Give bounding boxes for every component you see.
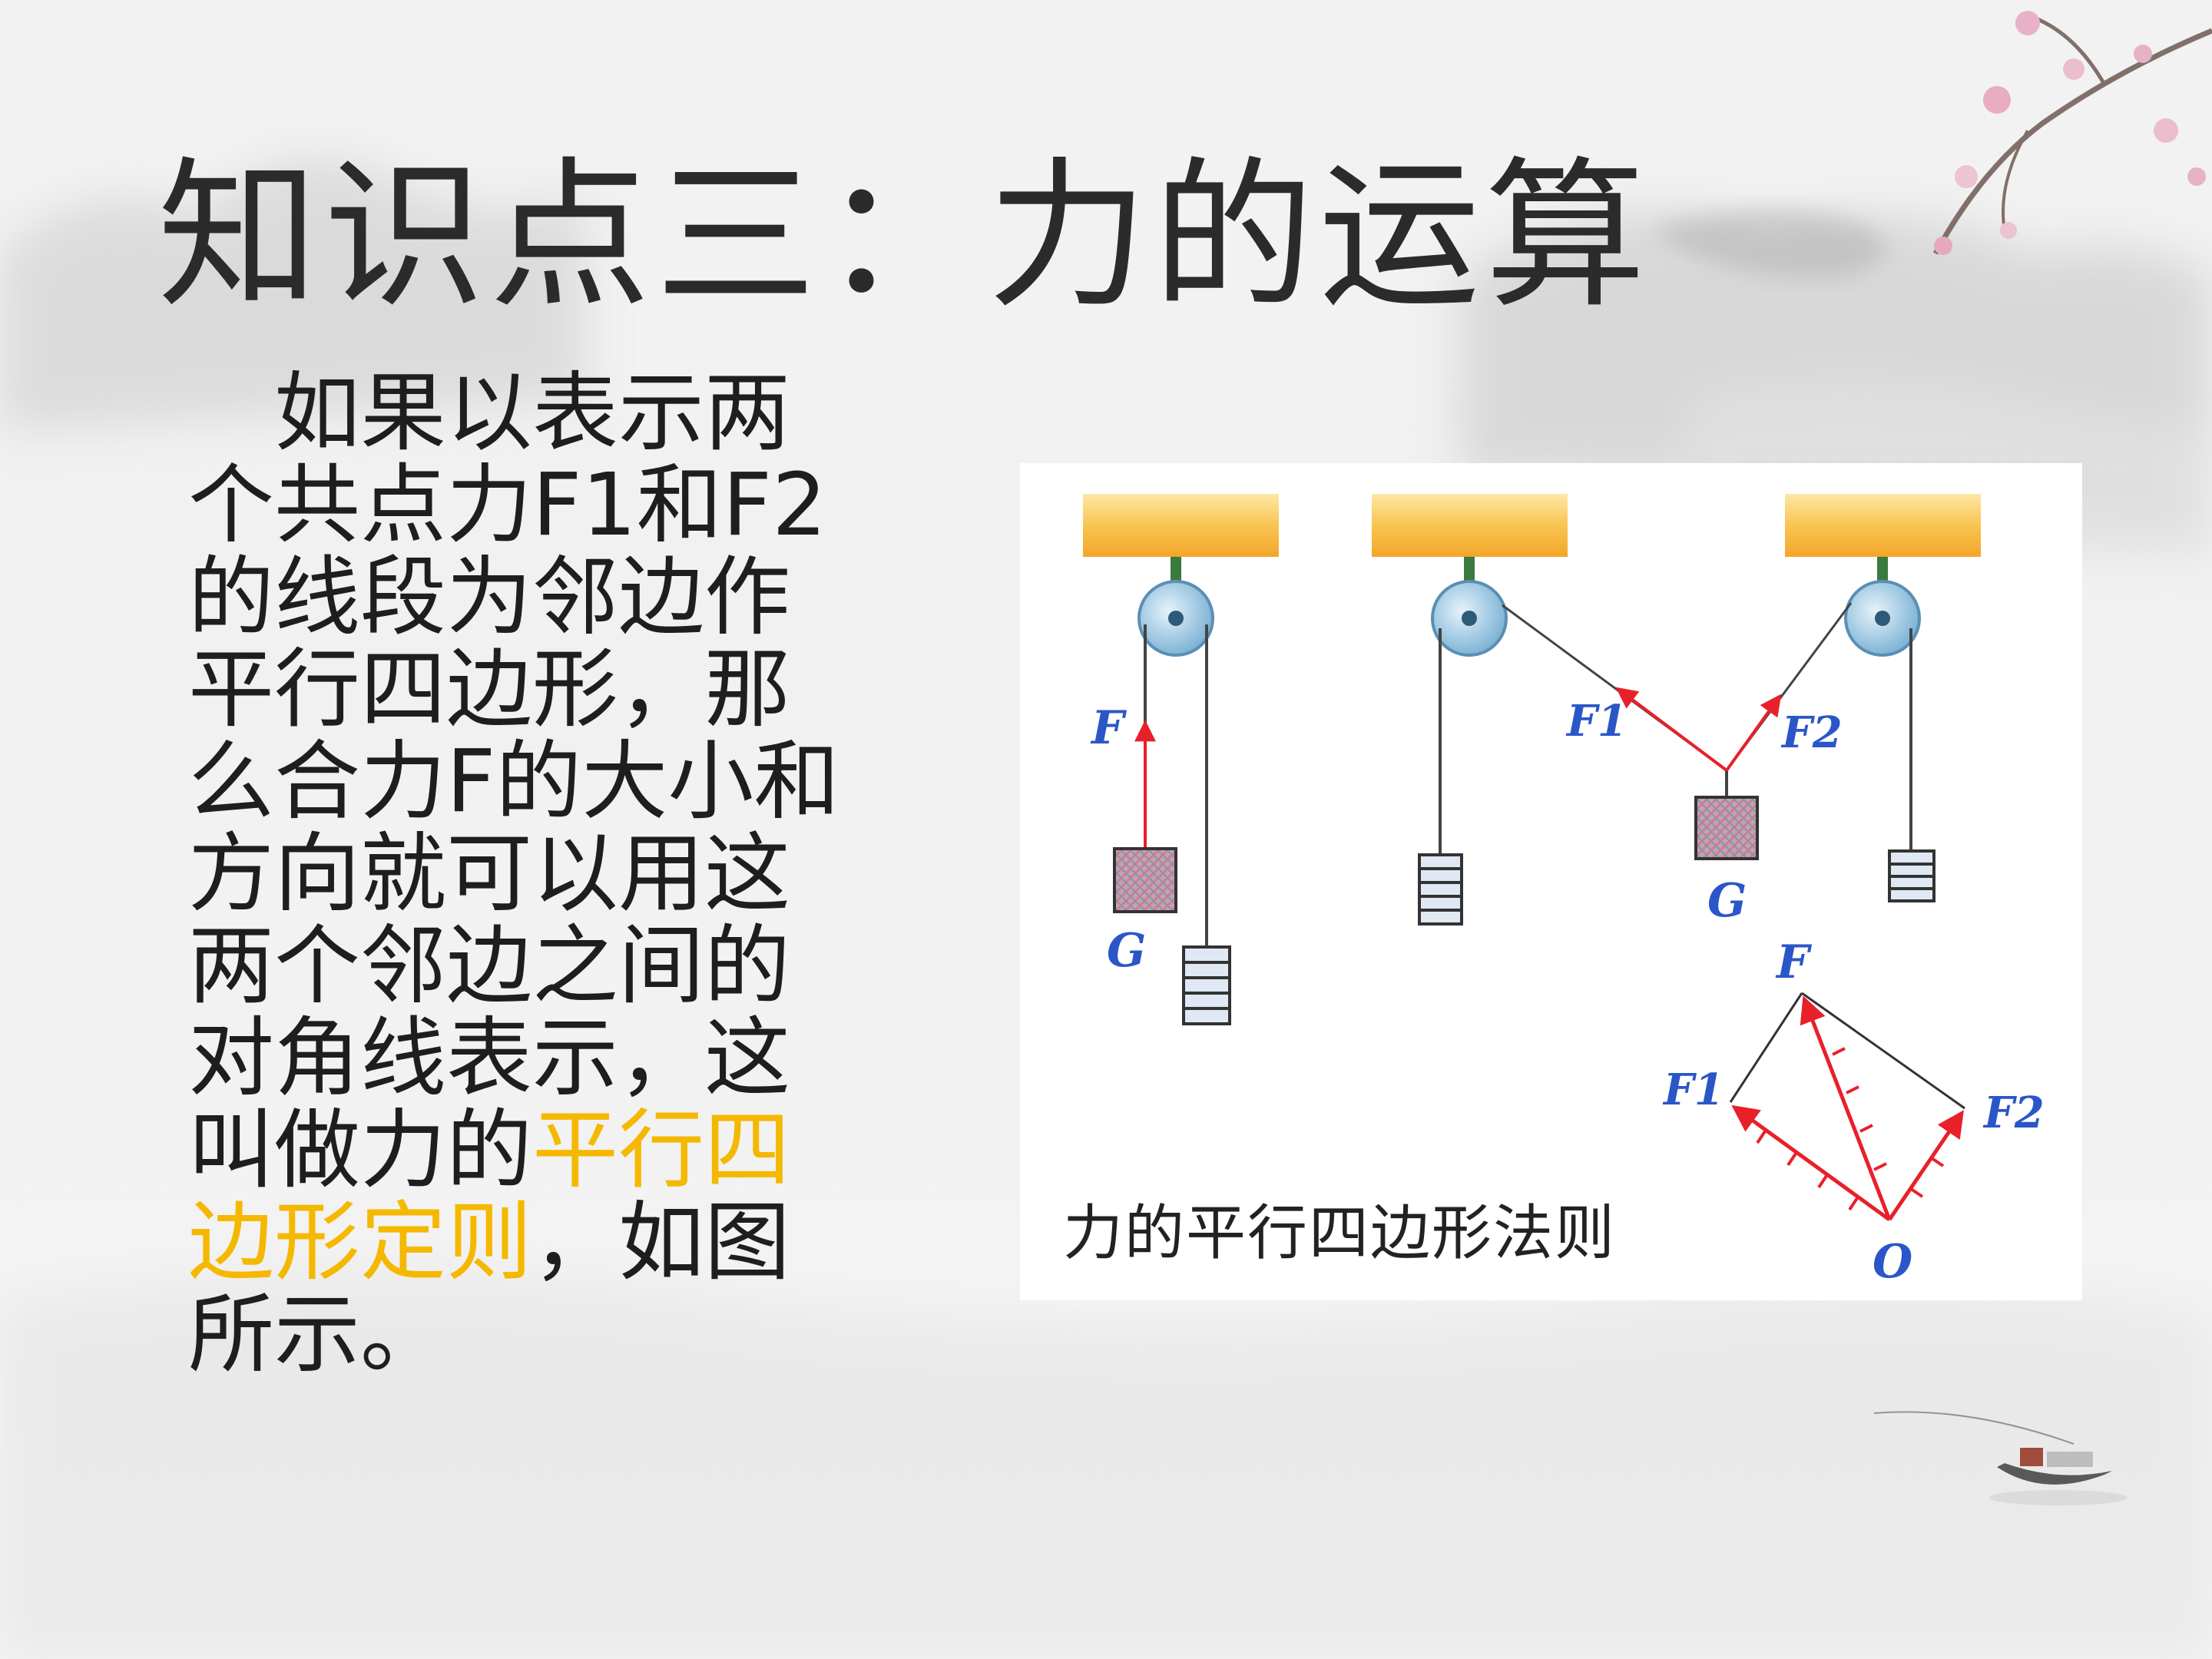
force-arrow-f1-middle [1615,687,1728,772]
body-line-4: 平行四边形，那 [188,640,790,740]
body-line-1: 如果以表示两 [188,363,790,463]
body-line-2: 个共点力F1和F2 [188,455,827,555]
label-f1-diagram: F1 [1662,1065,1724,1115]
load-block-g-left [1113,847,1177,913]
label-f2-diagram: F2 [1982,1088,2045,1138]
plum-branch [1932,11,2212,255]
body-line-11: 所示。 [188,1285,446,1385]
beam-right [1785,494,1981,557]
body-line-10-text: ，如图 [532,1193,790,1293]
setup-two-pulleys: F1 F2 G [1418,557,1936,928]
body-line-7: 两个邻边之间的 [188,916,790,1016]
label-g-left: G [1107,924,1146,978]
highlight-rule-part1: 平行四 [532,1101,790,1200]
boat-decoration [1873,1411,2128,1505]
slide-title: 知识点三：力的运算 [157,142,1651,330]
load-block-g-middle [1694,796,1759,860]
body-line-3: 的线段为邻边作 [188,548,790,647]
label-g-middle: G [1707,874,1747,928]
body-line-10: 边形定则，如图 [188,1197,895,1289]
component-arrow-f1 [1731,1104,1891,1222]
label-f2-middle: F2 [1780,707,1843,758]
label-f-top: F [1775,935,1813,989]
force-arrow-f2-middle [1725,694,1782,772]
parallelogram-rule-figure: F G [1020,463,2082,1300]
component-arrow-f2 [1887,1110,1964,1221]
setup-single-pulley: F G [1090,557,1231,1025]
resultant-arrow-f [1800,995,1892,1220]
beam-left [1083,494,1279,557]
weights-middle-left [1418,853,1463,926]
weights-right [1888,849,1936,902]
body-paragraph: 如果以表示两 个共点力F1和F2 的线段为邻边作 平行四边形，那 么合力F的大小… [188,367,895,1381]
figure-drawing: F G [1083,494,2045,1289]
label-f-left: F [1090,701,1128,755]
body-line-9: 叫做力的平行四 [188,1104,895,1197]
weights-left [1182,945,1231,1025]
body-line-9-text: 叫做力的 [188,1101,532,1200]
body-line-8: 对角线表示，这 [188,1008,790,1108]
body-line-5: 么合力F的大小和 [188,732,840,832]
figure-caption: 力的平行四边形法则 [1063,1199,1617,1268]
highlight-rule-part2: 边形定则 [188,1193,532,1293]
parallelogram-diagram: F F1 F2 O [1662,935,2045,1289]
label-f1-middle: F1 [1565,696,1628,747]
body-line-6: 方向就可以用这 [188,824,790,924]
label-o-point: O [1873,1235,1912,1289]
beam-middle [1372,494,1568,557]
